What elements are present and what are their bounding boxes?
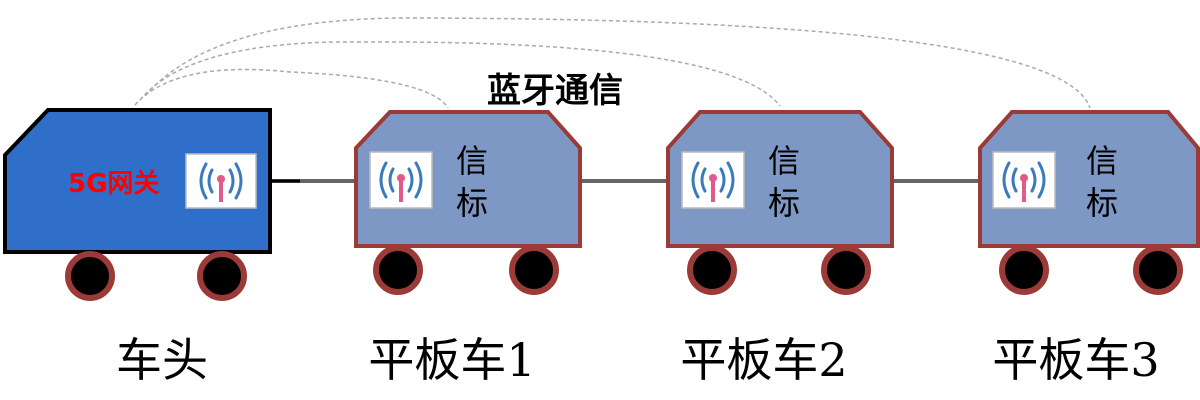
car-caption: 平板车2 [680, 333, 847, 387]
beacon-antenna-icon [992, 151, 1056, 209]
flatbed-car-2: 信 标 平板车2 [666, 110, 894, 387]
beacon-label-char-2: 标 [456, 184, 488, 222]
beacon-antenna-icon [369, 151, 433, 209]
bluetooth-links [134, 17, 1091, 109]
wheel [999, 245, 1049, 295]
head-caption: 车头 [116, 333, 208, 387]
wheel [821, 245, 871, 295]
car-body [666, 110, 894, 248]
head-wheels [65, 251, 247, 301]
gateway-label: 5G网关 [68, 169, 159, 199]
wheel [65, 251, 115, 301]
beacon-label-char-2: 标 [768, 184, 800, 222]
beacon-label-char-1: 信 [1086, 142, 1118, 180]
head-car: 5G网关 车头 [2, 108, 272, 387]
wheel [373, 245, 423, 295]
bluetooth-label: 蓝牙通信 [487, 71, 623, 111]
car-caption: 平板车1 [368, 333, 535, 387]
head-antenna-icon [185, 153, 257, 209]
head-car-body [2, 108, 272, 254]
wheel [197, 251, 247, 301]
wheel [1133, 245, 1183, 295]
wheel [687, 245, 737, 295]
car-caption: 平板车3 [992, 333, 1159, 387]
bluetooth-link-car3 [144, 17, 1091, 109]
beacon-label-char-1: 信 [768, 142, 800, 180]
car-body [978, 110, 1200, 248]
car-body [354, 110, 582, 248]
beacon-antenna-icon [681, 151, 745, 209]
flatbed-car-3: 信 标 平板车3 [978, 110, 1200, 387]
bluetooth-link-car1 [134, 68, 449, 109]
wheel [509, 245, 559, 295]
beacon-label-char-2: 标 [1086, 184, 1118, 222]
beacon-label-char-1: 信 [456, 142, 488, 180]
flatbed-car-1: 信 标 平板车1 [354, 110, 582, 387]
bluetooth-link-car2 [139, 41, 781, 107]
